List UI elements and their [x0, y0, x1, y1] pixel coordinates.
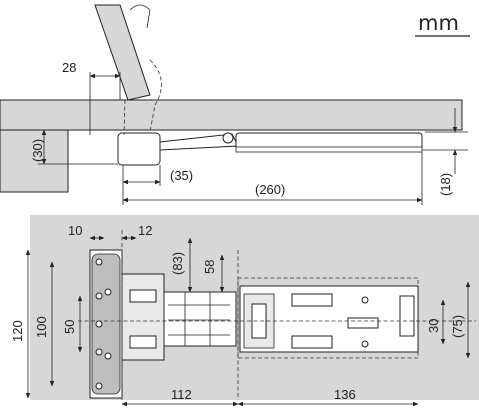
dim-120: 120 [10, 320, 25, 342]
dim-12: 12 [138, 223, 152, 238]
dim-58: 58 [202, 260, 217, 274]
dim-28: 28 [62, 60, 76, 75]
plan-view: 10 12 (83) 58 120 100 50 30 (75) 112 136 [10, 215, 479, 407]
unit-text: mm [418, 11, 459, 35]
side-view: 28 (30) (35) (260) (18) [0, 4, 468, 205]
dim-30-side: (30) [30, 139, 45, 162]
door-lid [94, 4, 151, 101]
hinge-cup [117, 132, 161, 166]
door-plate-holes [95, 258, 112, 390]
swing-path [123, 59, 162, 136]
dim-260: (260) [255, 182, 285, 197]
hinge-pivot [222, 132, 234, 144]
dim-10: 10 [68, 223, 82, 238]
dim-30-plan: 30 [426, 319, 441, 333]
dim-136: 136 [334, 387, 356, 402]
dim-35: (35) [170, 168, 193, 183]
dim-75: (75) [450, 315, 465, 338]
dim-112: 112 [171, 387, 192, 402]
dim-18: (18) [438, 173, 453, 196]
dim-50: 50 [62, 320, 77, 334]
unit-label: mm [415, 11, 470, 37]
plan-hinge-arm [163, 291, 237, 347]
side-wall [0, 129, 69, 193]
dim-83: (83) [170, 252, 185, 275]
side-panel-board [0, 99, 463, 131]
dim-100: 100 [34, 316, 49, 338]
